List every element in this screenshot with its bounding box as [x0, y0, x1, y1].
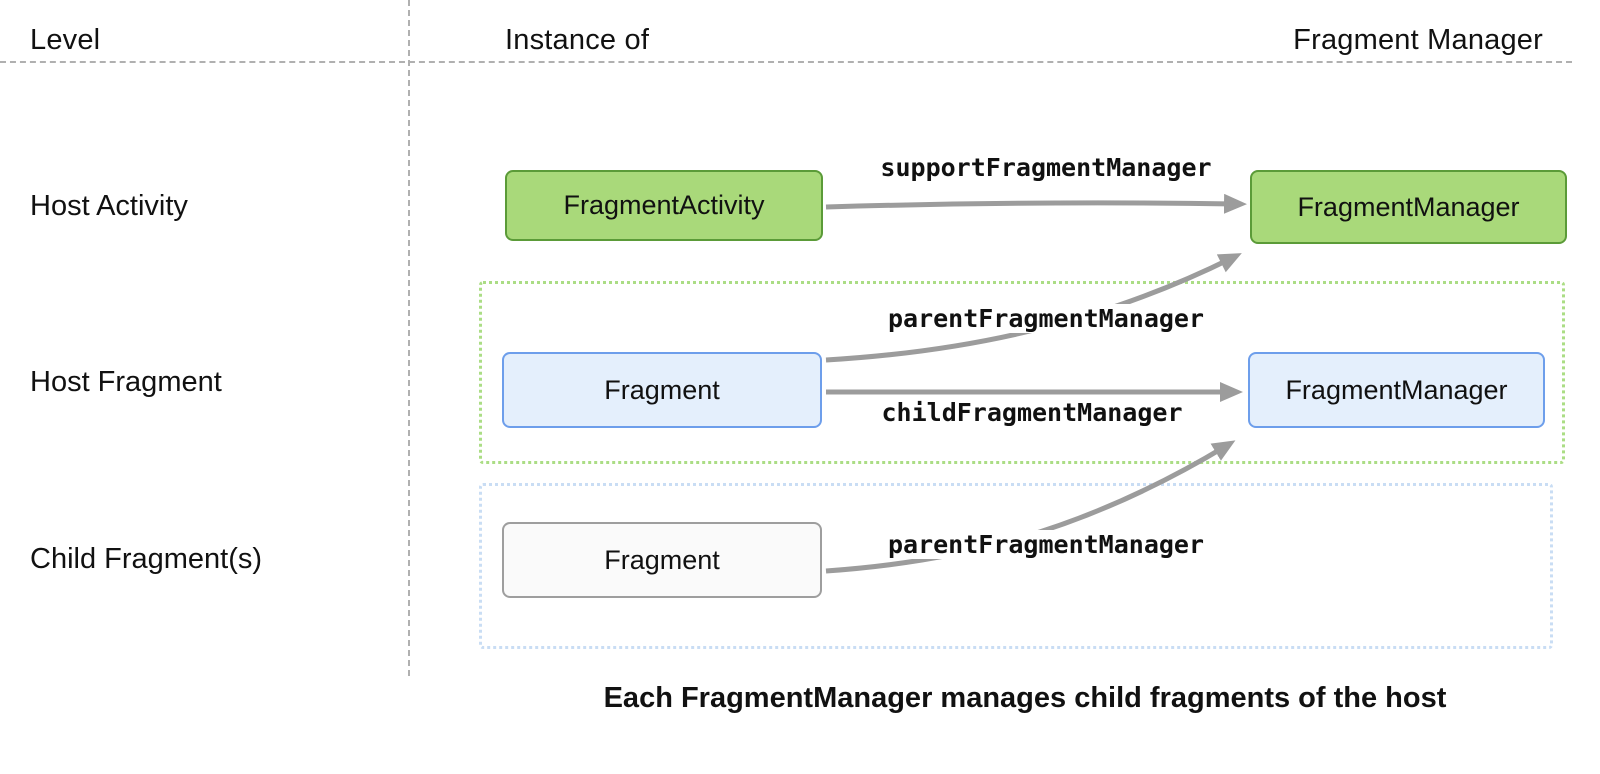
column-header-level: Level — [30, 24, 101, 56]
header-divider-line — [0, 61, 1572, 63]
node-activity-fragment-manager: FragmentManager — [1250, 170, 1567, 244]
column-divider-line — [408, 0, 410, 676]
row-label-host-fragment: Host Fragment — [30, 366, 222, 398]
support-fragment-manager-arrow — [825, 193, 1247, 214]
diagram-caption: Each FragmentManager manages child fragm… — [603, 682, 1447, 714]
column-header-instance-of: Instance of — [505, 24, 650, 56]
node-child-fragment: Fragment — [502, 522, 822, 598]
edge-label-support-fragment-manager: supportFragmentManager — [875, 153, 1217, 182]
edge-label-child-fragment-manager: childFragmentManager — [876, 398, 1188, 427]
column-header-fragment-manager: Fragment Manager — [1293, 24, 1543, 56]
row-label-host-activity: Host Activity — [30, 190, 188, 222]
node-fragment-fragment-manager: FragmentManager — [1248, 352, 1545, 428]
edge-label-parent-fragment-manager-host: parentFragmentManager — [882, 304, 1210, 333]
row-label-child-fragments: Child Fragment(s) — [30, 543, 263, 575]
node-host-fragment: Fragment — [502, 352, 822, 428]
node-fragment-activity: FragmentActivity — [505, 170, 823, 241]
edge-label-parent-fragment-manager-child: parentFragmentManager — [882, 530, 1210, 559]
